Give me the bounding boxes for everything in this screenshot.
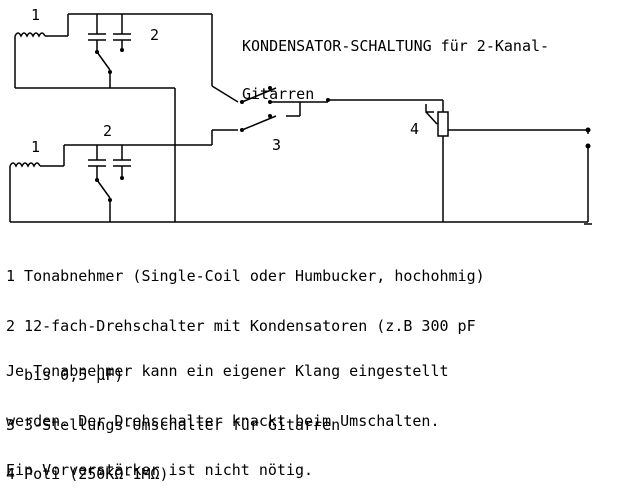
note-line: werden. Der Drehschalter knackt beim Ums… [6,411,440,430]
wire [211,85,239,103]
output-terminal [585,143,591,149]
selector-arm [241,87,277,103]
pickup-coil-bottom [9,162,41,168]
junction-dot [120,48,124,52]
selector-arm [241,115,277,131]
label-pickup-top: 1 [31,6,40,24]
legend-item: bis 0,5 µF) [6,366,124,384]
diagram-title: KONDENSATOR-SCHALTUNG für 2-Kanal- Gitar… [242,6,549,118]
legend-item: 1 Tonabnehmer (Single-Coil oder Humbucke… [6,267,485,285]
junction-dot [95,178,99,182]
output-terminal [585,127,591,133]
description-note: Je Tonabnehmer kann ein eigener Klang ei… [6,330,449,495]
junction-dot [120,176,124,180]
junction-dot [240,128,244,132]
junction-dot [95,50,99,54]
junction-dot [108,198,112,202]
circuit-schematic: 1 1 2 2 3 4 [9,6,592,225]
legend-item: 2 12-fach-Drehschalter mit Kondensatoren… [6,316,476,335]
pickup-coil-top [14,32,46,38]
label-poti: 4 [410,120,419,138]
label-switch-top: 2 [150,26,159,44]
title-line: Gitarren [242,85,315,103]
title-line: KONDENSATOR-SCHALTUNG für 2-Kanal- [242,37,550,55]
junction-dot [268,86,272,90]
note-line: Je Tonabnehmer kann ein eigener Klang ei… [6,362,449,380]
potentiometer-wiper [425,111,438,125]
label-selector: 3 [272,136,281,154]
junction-dot [268,114,272,118]
junction-dot [240,100,244,104]
rotary-switch-arm [96,51,111,71]
junction-dot [326,98,330,102]
rotary-switch-arm [96,179,111,199]
label-pickup-bottom: 1 [31,138,40,156]
label-switch-bottom: 2 [103,122,112,140]
note-line: Ein Vorverstärker ist nicht nötig. [6,461,314,479]
junction-dot [108,70,112,74]
junction-dot [268,100,272,104]
wiper-arrow [425,104,434,113]
